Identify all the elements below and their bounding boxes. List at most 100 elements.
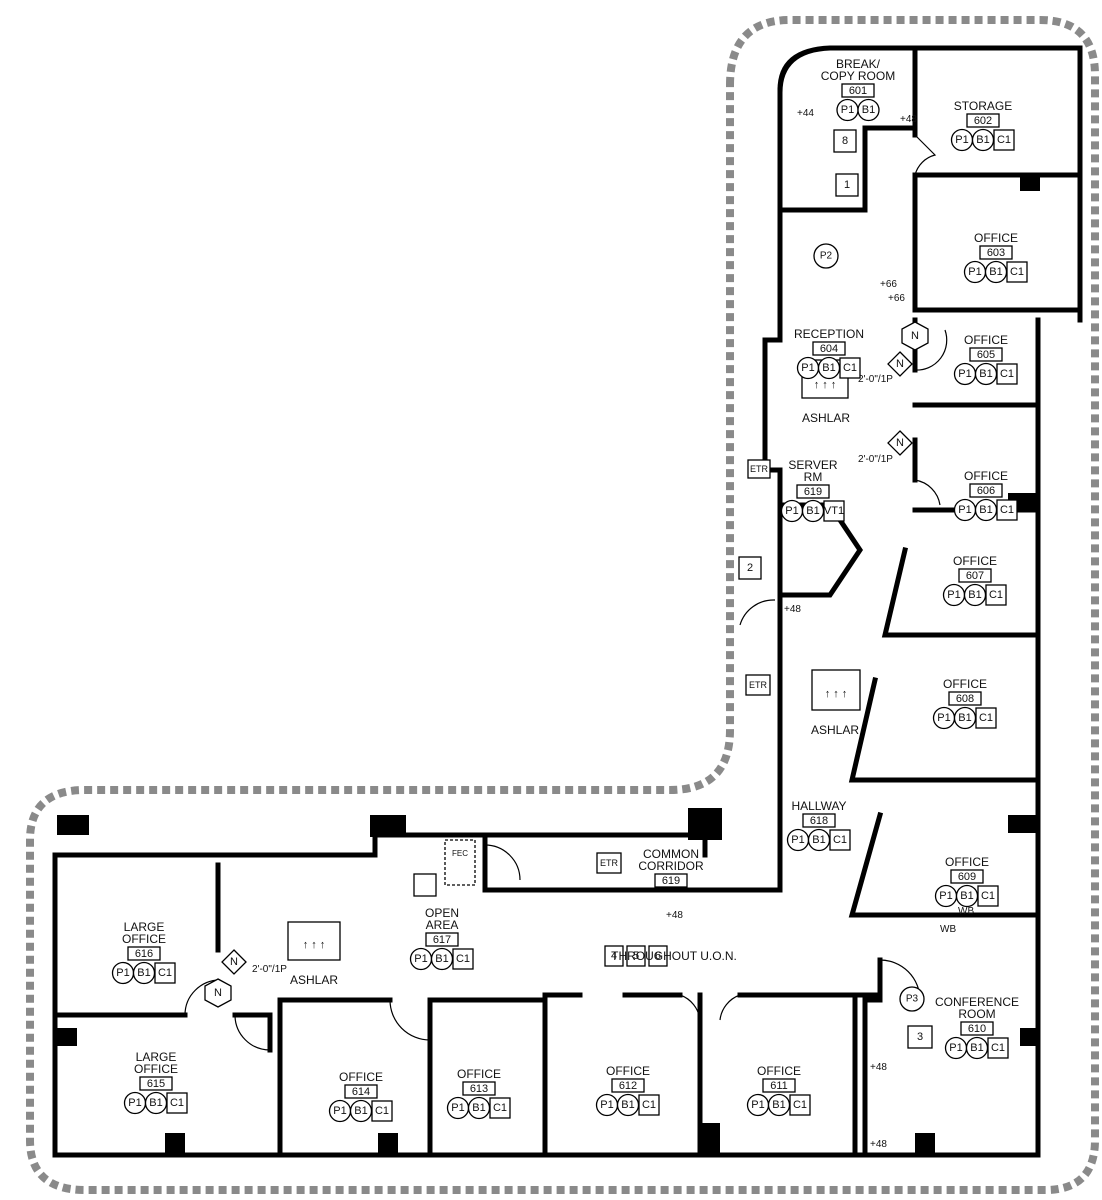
room-number: 613 (470, 1083, 488, 1095)
ashlar-label-hallway: ASHLAR (811, 723, 859, 737)
room-number-box (802, 813, 836, 828)
callout-3: 3 (907, 1025, 933, 1049)
finish-tag-b1: B1 (822, 362, 835, 374)
north-marker-5: N (204, 978, 232, 1008)
room-number: 615 (147, 1078, 165, 1090)
finish-tag-b1: B1 (435, 953, 448, 965)
svg-text:↑ ↑ ↑: ↑ ↑ ↑ (303, 939, 326, 951)
room-number: 617 (433, 934, 451, 946)
finish-tag-p1: P1 (451, 1102, 464, 1114)
callout-1: 1 (835, 173, 859, 197)
hex-tag-p3: P3 (899, 986, 925, 1012)
finish-tag-b1: B1 (862, 104, 875, 116)
room-number-box (966, 113, 1000, 128)
finish-tag-b1: B1 (772, 1099, 785, 1111)
finish-tag-box (839, 357, 861, 379)
finish-tag-p1: P1 (955, 134, 968, 146)
finish-tag-b1: B1 (621, 1099, 634, 1111)
exterior-walls (52, 45, 1083, 1158)
finish-tag-box (977, 885, 999, 907)
hex-tag-p2: P2 (813, 243, 839, 269)
finish-tag-p1: P1 (128, 1097, 141, 1109)
room-number: 605 (977, 349, 995, 361)
room-name: OFFICE (953, 554, 997, 568)
finish-tag-p1: P1 (751, 1099, 764, 1111)
finish-tag-b1: B1 (806, 505, 819, 517)
elev-note-1: +48 (900, 114, 917, 125)
room-number-box (960, 1021, 994, 1036)
finish-tag-p1: P1 (939, 890, 952, 902)
finish-tag-box (975, 707, 997, 729)
callout-7: 8 (833, 129, 857, 153)
finish-tag-b1: B1 (137, 967, 150, 979)
finish-tag-b1: B1 (979, 368, 992, 380)
etr-tag-1: ETR (747, 459, 771, 479)
room-name: OFFICE (757, 1064, 801, 1078)
fire-extinguisher-cabinet: FEC (444, 839, 476, 886)
room-number-box (425, 932, 459, 947)
room-number-box (812, 341, 846, 356)
room-name: OFFICE (964, 469, 1008, 483)
elev-note-4: +48 (784, 604, 801, 615)
svg-text:1: 1 (844, 179, 850, 191)
etr-tag-2: ETR (745, 674, 771, 696)
elev-note-7: +48 (666, 910, 683, 921)
wb-note-2: WB (940, 924, 956, 935)
dim-note-3: 2'-0"/1P (252, 964, 287, 975)
room-name: SERVER (788, 458, 837, 472)
finish-tag-box (996, 499, 1018, 521)
finish-tag-c1: C1 (793, 1099, 807, 1111)
finish-tag-box (996, 363, 1018, 385)
svg-text:N: N (214, 987, 222, 999)
room-name: LARGE (124, 920, 165, 934)
elev-note-6: +48 (870, 1139, 887, 1150)
room-name: BREAK/ (836, 57, 881, 71)
finish-tag-box (489, 1097, 511, 1119)
room-number: 611 (770, 1080, 788, 1092)
finish-tag-box (987, 1037, 1009, 1059)
room-number-box (969, 483, 1003, 498)
finish-tag-b1: B1 (958, 712, 971, 724)
finish-tag-b1: B1 (968, 589, 981, 601)
finish-tag-box (789, 1094, 811, 1116)
room-number-box (841, 83, 875, 98)
svg-text:4: 4 (611, 950, 617, 962)
finish-tag-c1: C1 (991, 1042, 1005, 1054)
room-name-line2: CORRIDOR (638, 859, 704, 873)
svg-text:8: 8 (842, 135, 848, 147)
room-name: OFFICE (943, 677, 987, 691)
room-number: 603 (987, 247, 1005, 259)
room-number-box (796, 484, 830, 499)
elev-note-3: +66 (888, 293, 905, 304)
finish-tag-b1: B1 (472, 1102, 485, 1114)
room-name-line2: ROOM (958, 1007, 995, 1021)
finish-tag-c1: C1 (456, 953, 470, 965)
room-name-line2: OFFICE (122, 932, 166, 946)
finish-tag-b1: B1 (960, 890, 973, 902)
svg-text:5: 5 (633, 950, 639, 962)
finish-tag-p1: P1 (949, 1042, 962, 1054)
room-number-box (762, 1078, 796, 1093)
callout-2: 2 (738, 556, 762, 580)
svg-text:↑ ↑ ↑: ↑ ↑ ↑ (825, 688, 848, 700)
finish-tag-c1: C1 (833, 834, 847, 846)
etr-tag-3: ETR (596, 852, 622, 874)
finish-tag-box (1006, 261, 1028, 283)
dim-note-2: 2'-0"/1P (858, 454, 893, 465)
room-number-box (127, 946, 161, 961)
room-name-line2: OFFICE (134, 1062, 178, 1076)
callout-8 (413, 873, 437, 897)
room-name-line2: COPY ROOM (821, 69, 895, 83)
